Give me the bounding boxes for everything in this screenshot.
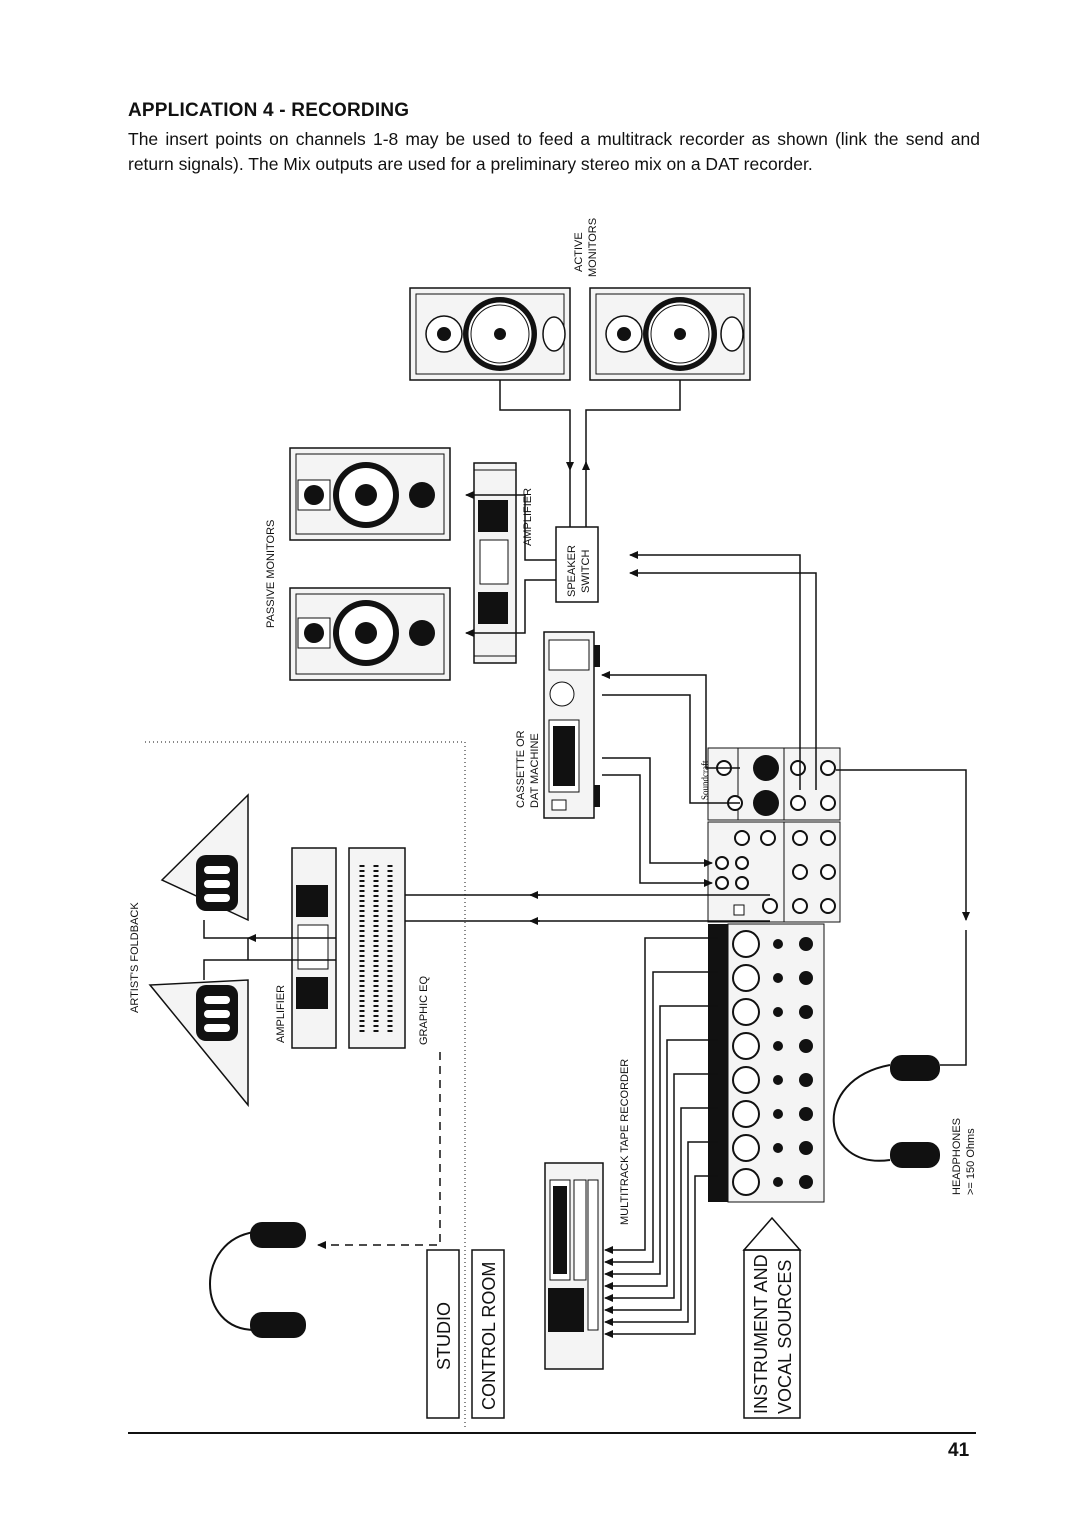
active-monitors-label-2: MONITORS (587, 218, 599, 277)
active-monitor-left (409, 287, 571, 381)
foldback-wedge-bottom (148, 979, 249, 1108)
passive-monitors-label: PASSIVE MONITORS (265, 520, 277, 628)
graphic-eq-label: GRAPHIC EQ (418, 975, 430, 1045)
passive-monitor-top (289, 447, 451, 541)
room-divider (145, 741, 466, 1430)
headphones-label-1: HEADPHONES (951, 1118, 963, 1195)
multitrack-recorder (544, 1162, 604, 1370)
signal-wiring (203, 380, 970, 1338)
graphic-eq (348, 847, 406, 1049)
speaker-switch (555, 526, 599, 603)
section-heading: APPLICATION 4 - RECORDING (128, 100, 410, 121)
studio-box (426, 1249, 460, 1419)
cassette-label-2: DAT MACHINE (529, 733, 541, 808)
footer-rule (128, 1432, 976, 1434)
page-number: 41 (948, 1440, 970, 1461)
speaker-switch-label-1: SPEAKER (566, 545, 578, 597)
headphones-label-2: >= 150 Ohms (965, 1128, 977, 1195)
mixer-brand: Soundcraft (700, 760, 710, 800)
active-monitor-right (589, 287, 751, 381)
cassette-label-1: CASSETTE OR (515, 730, 527, 808)
sources-label-1: INSTRUMENT AND (751, 1254, 771, 1414)
amplifier-bottom-label: AMPLIFIER (275, 985, 287, 1043)
amplifier-top-label: AMPLIFIER (522, 488, 534, 546)
mixer: Soundcraft (700, 747, 841, 1203)
studio-headphone-feed (317, 1052, 441, 1249)
amplifier-bottom (291, 847, 337, 1049)
speaker-switch-label-2: SWITCH (580, 550, 592, 593)
sources-arrow (742, 1216, 802, 1251)
passive-monitor-bottom (289, 587, 451, 681)
sources-label-2: VOCAL SOURCES (775, 1260, 795, 1414)
control-room-label: CONTROL ROOM (479, 1262, 499, 1410)
dat-machine (543, 631, 600, 819)
intro-paragraph: The insert points on channels 1-8 may be… (128, 129, 980, 174)
amplifier-top (473, 462, 517, 664)
active-monitors-label-1: ACTIVE (573, 232, 585, 272)
foldback-wedge-top (160, 793, 249, 922)
multitrack-label: MULTITRACK TAPE RECORDER (619, 1059, 631, 1225)
artists-foldback-label: ARTIST'S FOLDBACK (129, 902, 141, 1013)
headphones-studio (209, 1222, 306, 1338)
control-room-box (471, 1249, 505, 1419)
studio-label: STUDIO (434, 1302, 454, 1370)
headphones-control-room (832, 1055, 940, 1168)
